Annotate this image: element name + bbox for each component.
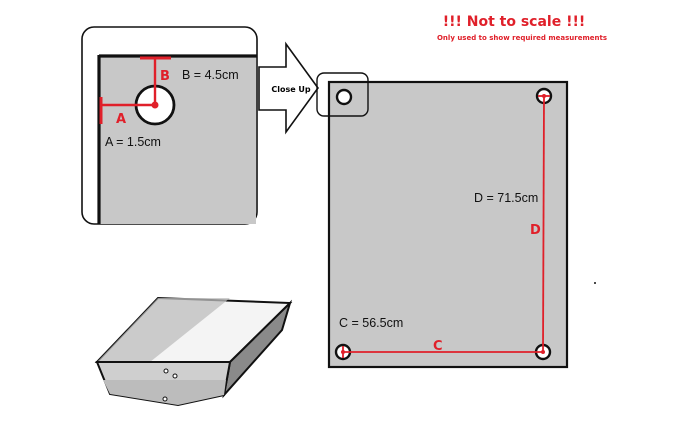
- tray-front-shade: [103, 380, 226, 405]
- closeup-panel-corner: [99, 56, 256, 224]
- closeup-arrow: Close Up: [258, 41, 319, 135]
- not-to-scale-subtitle: Only used to show required measurements: [437, 34, 607, 42]
- arrow-shape: [258, 41, 319, 135]
- label-a: A: [116, 112, 126, 127]
- label-c: C: [433, 339, 443, 354]
- tray-top-shading: [97, 298, 230, 362]
- tray-hole-1: [163, 368, 169, 374]
- measure-a-text: A = 1.5cm: [105, 135, 161, 149]
- tray-hole-2: [172, 373, 178, 379]
- measure-d-line: [542, 95, 545, 353]
- measure-d-text: D = 71.5cm: [474, 191, 538, 205]
- stray-dot: [594, 282, 596, 284]
- measure-d-dot-top: [542, 94, 546, 98]
- hole-top-left: [335, 88, 353, 106]
- tray-illustration: [94, 296, 293, 407]
- measure-b-text: B = 4.5cm: [182, 68, 239, 82]
- tray-hole-3: [162, 396, 168, 402]
- not-to-scale-heading: !!! Not to scale !!!: [443, 14, 586, 30]
- closeup-arrow-label: Close Up: [271, 85, 311, 94]
- full-panel: D C D = 71.5cm C = 56.5cm: [316, 72, 569, 369]
- closeup-highlight-box: [316, 72, 369, 117]
- measure-c-text: C = 56.5cm: [339, 316, 403, 330]
- measure-c-dot-left: [341, 350, 345, 354]
- hole-centre-dot: [151, 101, 159, 109]
- label-d: D: [530, 223, 541, 238]
- panel-body: [327, 80, 569, 369]
- closeup-view: B A B = 4.5cm A = 1.5cm: [81, 26, 258, 225]
- label-b: B: [160, 69, 170, 84]
